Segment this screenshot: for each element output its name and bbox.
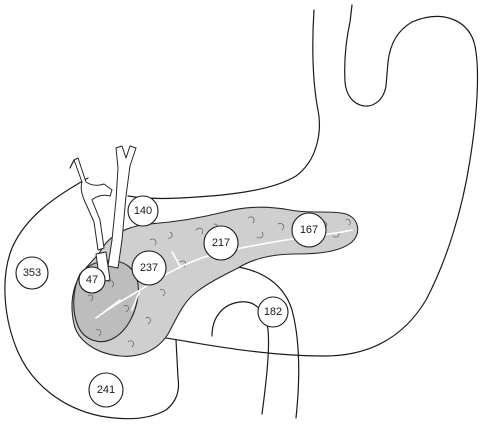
marker-140-label: 140 <box>134 205 152 217</box>
stomach-lesser-curvature <box>127 9 320 199</box>
cystic-duct <box>73 157 113 251</box>
marker-47: 47 <box>78 266 106 294</box>
marker-241: 241 <box>88 372 124 408</box>
marker-237-label: 237 <box>140 262 158 274</box>
marker-167: 167 <box>291 212 327 248</box>
marker-237: 237 <box>131 250 167 286</box>
duct-branch-1 <box>103 251 181 313</box>
duct-left-branch <box>69 159 75 169</box>
marker-140: 140 <box>127 195 159 227</box>
marker-217-label: 217 <box>212 237 230 249</box>
marker-167-label: 167 <box>300 224 318 236</box>
marker-241-label: 241 <box>97 384 115 396</box>
outer-body-outline <box>4 177 180 420</box>
marker-353-label: 353 <box>23 267 41 279</box>
bile-duct <box>107 145 137 269</box>
marker-182: 182 <box>257 296 289 328</box>
stomach-outline <box>145 4 479 357</box>
pancreas-body <box>71 206 359 357</box>
marker-217: 217 <box>203 225 239 261</box>
marker-353: 353 <box>15 256 49 290</box>
marker-182-label: 182 <box>264 306 282 318</box>
marker-47-label: 47 <box>86 274 98 286</box>
